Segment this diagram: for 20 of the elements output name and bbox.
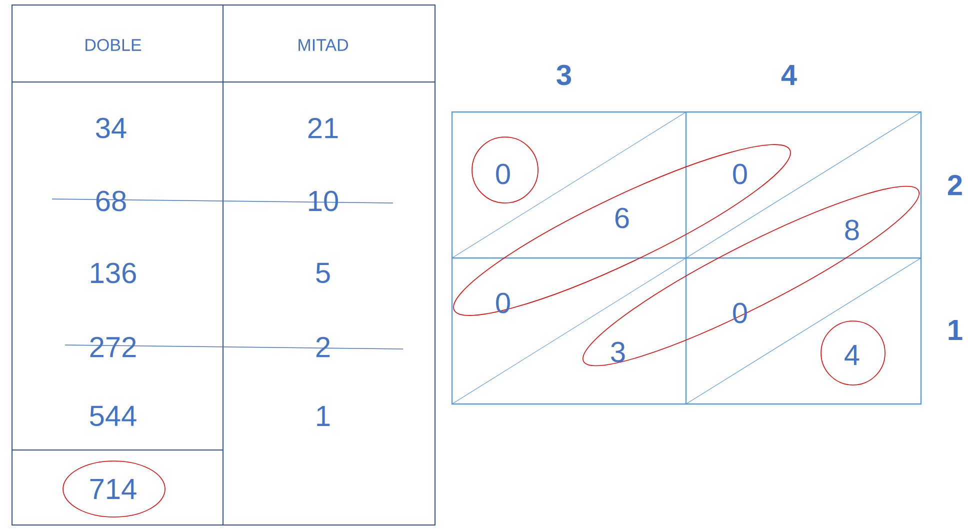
table-header: DOBLE	[86, 38, 142, 52]
axis-number: 4	[781, 65, 797, 85]
table-cell: 544	[90, 406, 136, 426]
circled-number: 4	[820, 320, 886, 386]
lattice-digit: 3	[611, 342, 625, 362]
table-cell: 136	[91, 262, 136, 284]
lattice-digit: 0	[733, 164, 747, 184]
circled-number: 714	[62, 460, 166, 518]
table-cell: 5	[316, 262, 330, 284]
table-cell: 34	[96, 118, 126, 138]
table-cell: 1	[317, 406, 330, 426]
lattice-digit: 0	[496, 292, 510, 314]
axis-number: 2	[948, 174, 962, 196]
table-cell: 21	[308, 118, 338, 138]
lattice-digit: 6	[615, 208, 629, 228]
axis-number: 1	[948, 320, 962, 340]
axis-number: 3	[556, 64, 572, 86]
circled-number: 0	[472, 136, 538, 204]
lattice-digit: 8	[845, 220, 859, 240]
table-header: MITAD	[298, 39, 348, 51]
